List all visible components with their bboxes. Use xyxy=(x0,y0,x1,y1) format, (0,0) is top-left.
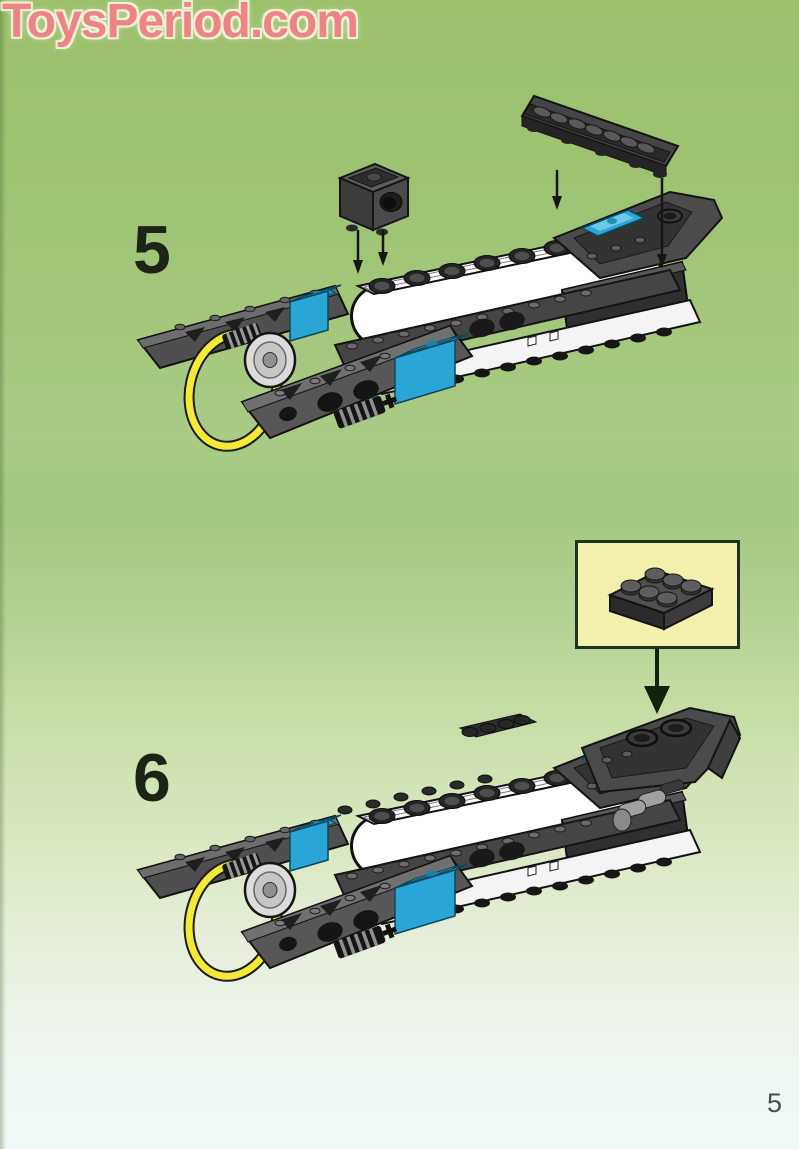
callout-down-arrow-icon xyxy=(644,648,670,714)
attached-plate-studs xyxy=(337,774,493,815)
step-5-illustration xyxy=(130,94,780,470)
page-number: 5 xyxy=(766,1088,782,1118)
rear-deck-plate xyxy=(580,706,742,794)
rubber-band-drum xyxy=(612,779,685,832)
step-6-label: 6 xyxy=(133,740,171,816)
callout-box xyxy=(575,540,740,649)
down-arrow-icon xyxy=(552,170,667,268)
watermark: ToysPeriod.com xyxy=(2,0,359,48)
scan-edge-shadow xyxy=(0,0,6,1149)
plate-1x8 xyxy=(520,94,680,178)
technic-brick-1x2 xyxy=(337,162,411,236)
callout-plate-2x3-illustration xyxy=(607,567,715,631)
step-6-illustration xyxy=(130,620,780,1020)
attached-technic-brick xyxy=(458,713,538,738)
step-5-label: 5 xyxy=(133,212,171,288)
down-arrow-icon xyxy=(353,230,388,274)
